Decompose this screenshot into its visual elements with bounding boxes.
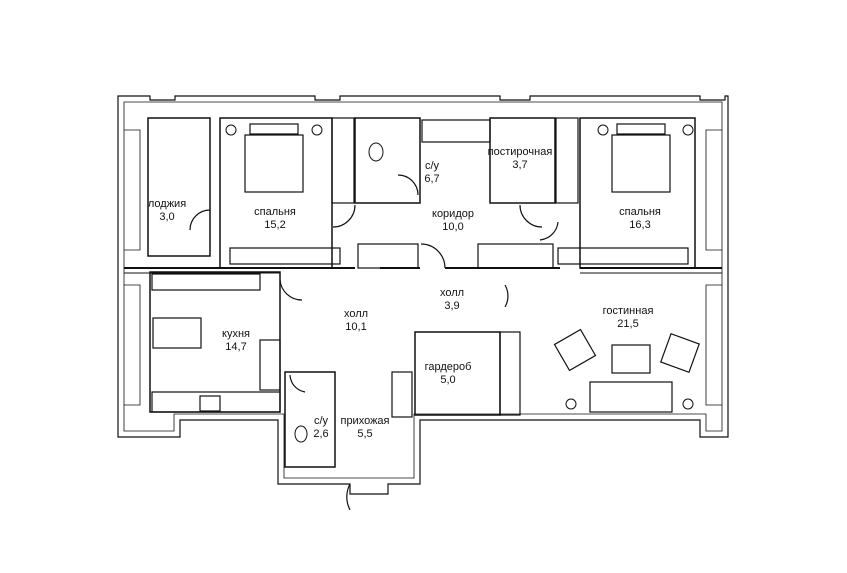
bed1-pillow — [249, 123, 299, 135]
door-loggia — [189, 209, 211, 231]
coffee-table — [611, 344, 651, 374]
fixture-2 — [311, 124, 323, 136]
fixture-1 — [225, 124, 237, 136]
room-area: 6,7 — [424, 173, 440, 185]
stove — [199, 395, 221, 412]
room-name: гостинная — [602, 305, 654, 317]
door-bedroom2 — [539, 221, 559, 241]
fixture-4 — [682, 124, 694, 136]
bedroom2-wall — [579, 117, 696, 269]
room-name: постирочная — [487, 146, 553, 158]
door-bath1 — [397, 174, 419, 196]
bed1 — [244, 134, 304, 193]
wardrobe-top-left — [331, 117, 355, 204]
outer-wall — [117, 95, 729, 495]
armchair-right — [660, 333, 700, 373]
armchair-left — [553, 328, 597, 372]
closet-corridor-right — [477, 243, 554, 269]
loggia-wall — [147, 117, 211, 257]
right-piers — [705, 129, 722, 406]
room-name: спальня — [619, 206, 661, 218]
room-name: спальня — [254, 206, 296, 218]
room-name: холл — [439, 287, 465, 299]
bath2-wall — [284, 371, 336, 468]
room-name: с/у — [424, 160, 440, 172]
door-hall2 — [504, 284, 509, 308]
bed2 — [611, 134, 671, 193]
room-area: 10,0 — [442, 221, 464, 233]
closet-entry — [391, 371, 413, 418]
bath1-wall — [354, 117, 421, 204]
dresser-bedroom2 — [557, 247, 689, 265]
kitchen-table — [152, 317, 202, 349]
room-name: гардероб — [424, 361, 472, 373]
room-area: 5,0 — [440, 374, 456, 386]
room-area: 5,5 — [357, 428, 373, 440]
room-area: 14,7 — [225, 341, 247, 353]
room-area: 10,1 — [345, 321, 367, 333]
closet-corridor-left — [357, 243, 419, 269]
sofa — [589, 381, 673, 413]
wardrobe-side — [499, 331, 521, 416]
kitchen-counter-top — [151, 273, 261, 291]
room-name: кухня — [222, 328, 250, 340]
room-name: лоджия — [147, 198, 187, 210]
door-kitchen — [279, 279, 303, 301]
kitchen-counter-bottom — [151, 391, 281, 413]
room-area: 3,7 — [512, 159, 528, 171]
door-hall — [420, 243, 446, 269]
wardrobe-top-right — [555, 117, 579, 204]
left-piers — [124, 129, 141, 406]
toilet-1 — [368, 142, 384, 162]
bedroom1-wall — [219, 117, 333, 269]
kitchen-counter-side — [259, 339, 281, 391]
room-area: 2,6 — [313, 428, 329, 440]
bed2-pillow — [616, 123, 666, 135]
toilet-2 — [294, 425, 308, 443]
room-name: с/у — [313, 415, 329, 427]
room-area: 3,9 — [444, 300, 460, 312]
door-entry — [346, 483, 351, 511]
room-name: коридор — [432, 208, 474, 220]
room-area: 15,2 — [264, 219, 286, 231]
dresser-bedroom1 — [229, 247, 341, 265]
fixture-5 — [565, 398, 577, 410]
laundry-wall — [489, 117, 556, 204]
room-area: 21,5 — [617, 318, 639, 330]
door-bedroom1 — [332, 204, 356, 228]
outer-wall-inner — [123, 101, 723, 479]
room-name: холл — [343, 308, 369, 320]
bathtub — [421, 119, 491, 143]
door-bath2 — [289, 374, 306, 393]
room-area: 3,0 — [159, 211, 175, 223]
fixture-3 — [597, 124, 609, 136]
room-area: 16,3 — [629, 219, 651, 231]
door-laundry — [519, 204, 543, 228]
room-name: прихожая — [340, 415, 390, 427]
fixture-6 — [682, 398, 694, 410]
